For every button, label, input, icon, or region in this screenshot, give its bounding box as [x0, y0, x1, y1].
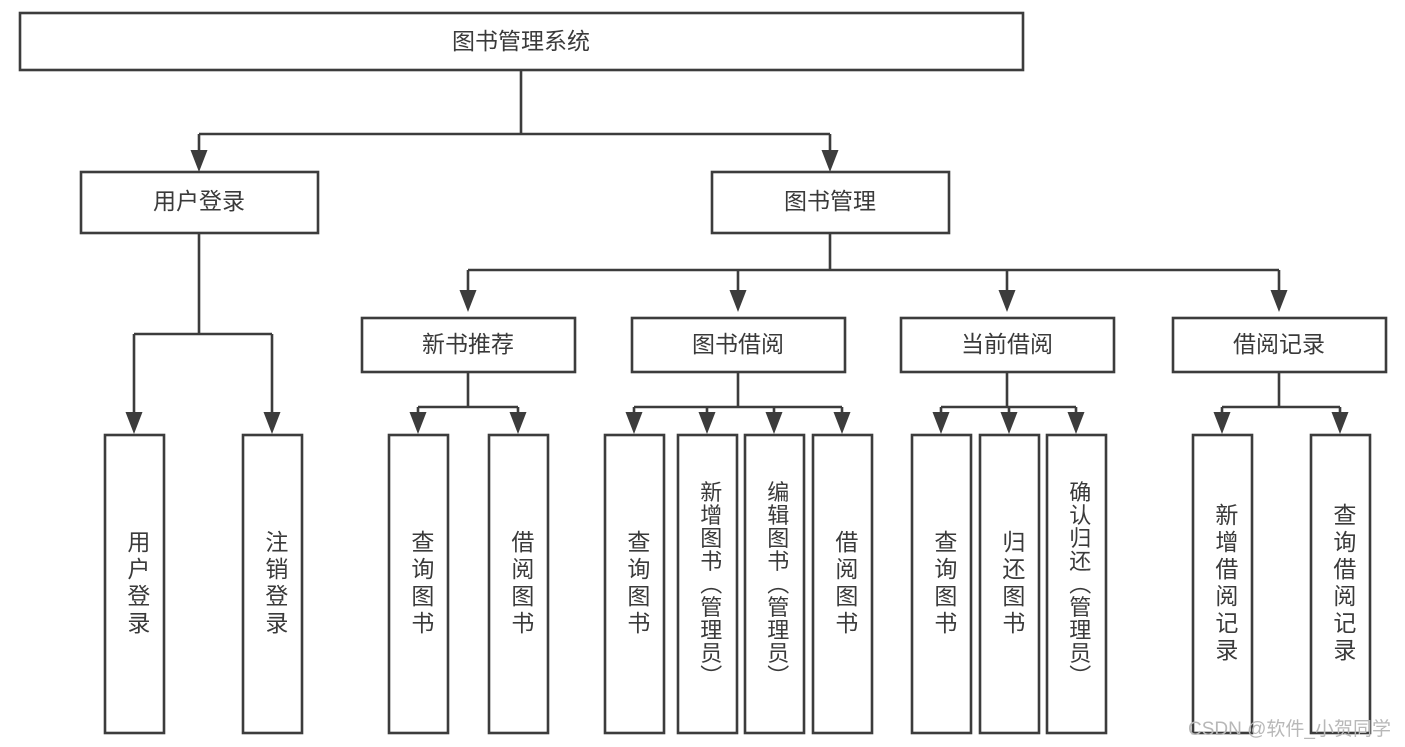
leaf-node[interactable]: 查询图书: [387, 433, 450, 735]
arrow-to-current-borrow: [998, 290, 1016, 312]
arrow-to-leaf-book-borrow-3: [765, 412, 783, 434]
node-user-login-box: [79, 170, 320, 235]
leaf-node[interactable]: 编辑图书（管理员）: [743, 433, 806, 735]
leaf-box: [603, 433, 666, 735]
leaf-node[interactable]: 新增借阅记录: [1191, 433, 1254, 735]
leaf-node[interactable]: 新增图书（管理员）: [676, 433, 739, 735]
node-book-borrow-box: [630, 316, 847, 374]
leaf-box: [811, 433, 874, 735]
node-book-borrow-label: 图书借阅: [692, 331, 784, 357]
node-book-manage-label: 图书管理: [784, 188, 876, 214]
arrow-to-leaf-borrow-record-1: [1213, 412, 1231, 434]
leaf-label: 归还图书: [999, 530, 1026, 638]
leaf-node[interactable]: 确认归还（管理员）: [1045, 433, 1108, 735]
arrow-to-leaf-book-borrow-2: [698, 412, 716, 434]
node-new-book-box: [360, 316, 577, 374]
leaf-label: 新增借阅记录: [1212, 503, 1239, 665]
leaf-box: [1309, 433, 1372, 735]
node-current-borrow[interactable]: 当前借阅: [899, 316, 1116, 374]
arrow-to-borrow-record: [1270, 290, 1288, 312]
leaf-box: [241, 433, 304, 735]
leaf-box: [1045, 433, 1108, 735]
leaf-label: 借阅图书: [508, 530, 535, 638]
node-book-manage-box: [710, 170, 951, 235]
leaf-box: [910, 433, 973, 735]
node-current-borrow-box: [899, 316, 1116, 374]
arrow-to-user-login: [190, 150, 208, 172]
arrow-to-leaf-book-borrow-4: [833, 412, 851, 434]
leaf-box: [676, 433, 739, 735]
arrow-to-leaf-user-login-2: [263, 412, 281, 434]
connector-layer: [132, 70, 1342, 412]
node-user-login-label: 用户登录: [153, 188, 245, 214]
node-borrow-record[interactable]: 借阅记录: [1171, 316, 1388, 374]
arrow-to-leaf-borrow-record-2: [1331, 412, 1349, 434]
leaf-box: [1191, 433, 1254, 735]
node-borrow-record-label: 借阅记录: [1233, 331, 1325, 357]
leaf-label: 查询图书: [931, 530, 958, 638]
leaf-label: 借阅图书: [832, 530, 859, 638]
node-root-label: 图书管理系统: [452, 28, 590, 54]
leaf-label: 确认归还（管理员）: [1066, 481, 1091, 688]
node-root[interactable]: 图书管理系统: [18, 11, 1025, 72]
node-root-box: [18, 11, 1025, 72]
node-new-book[interactable]: 新书推荐: [360, 316, 577, 374]
node-current-borrow-label: 当前借阅: [961, 331, 1053, 357]
arrow-to-leaf-current-borrow-3: [1067, 412, 1085, 434]
node-borrow-record-box: [1171, 316, 1388, 374]
leaf-box: [387, 433, 450, 735]
node-book-borrow[interactable]: 图书借阅: [630, 316, 847, 374]
leaf-node[interactable]: 借阅图书: [811, 433, 874, 735]
leaf-label: 注销登录: [262, 530, 289, 638]
leaf-label: 编辑图书（管理员）: [764, 481, 789, 688]
leaf-label: 用户登录: [124, 530, 151, 638]
leaf-node[interactable]: 归还图书: [978, 433, 1041, 735]
leaf-node[interactable]: 查询图书: [603, 433, 666, 735]
arrow-to-leaf-current-borrow-2: [1000, 412, 1018, 434]
leaf-node[interactable]: 查询借阅记录: [1309, 433, 1372, 735]
leaf-label: 新增图书（管理员）: [697, 481, 722, 688]
arrow-to-book-borrow: [729, 290, 747, 312]
arrow-to-new-book: [459, 290, 477, 312]
node-book-manage[interactable]: 图书管理: [710, 170, 951, 235]
node-new-book-label: 新书推荐: [422, 331, 514, 357]
arrow-to-leaf-current-borrow-1: [932, 412, 950, 434]
leaf-node[interactable]: 查询图书: [910, 433, 973, 735]
leaf-node[interactable]: 用户登录: [103, 433, 166, 735]
leaf-node[interactable]: 注销登录: [241, 433, 304, 735]
leaf-label: 查询借阅记录: [1330, 503, 1357, 665]
leaf-label: 查询图书: [624, 530, 651, 638]
arrow-to-leaf-new-book-2: [509, 412, 527, 434]
leaf-label: 查询图书: [408, 530, 435, 638]
arrow-to-leaf-new-book-1: [409, 412, 427, 434]
leaf-node[interactable]: 借阅图书: [487, 433, 550, 735]
leaf-box: [487, 433, 550, 735]
arrow-to-book-manage: [821, 150, 839, 172]
leaf-box: [978, 433, 1041, 735]
arrow-to-leaf-user-login-1: [125, 412, 143, 434]
node-user-login[interactable]: 用户登录: [79, 170, 320, 235]
arrow-to-leaf-book-borrow-1: [625, 412, 643, 434]
leaf-box: [103, 433, 166, 735]
leaf-box: [743, 433, 806, 735]
